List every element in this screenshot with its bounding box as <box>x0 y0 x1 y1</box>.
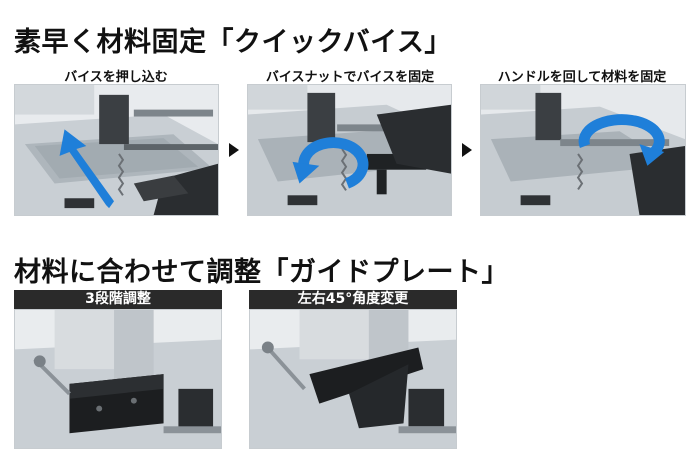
step-arrow-icon <box>229 143 239 157</box>
step-3-caption: ハンドルを回して材料を固定 <box>497 70 667 85</box>
handle-turn-photo <box>480 84 686 216</box>
angle-change-label: 左右45°角度変更 <box>249 290 457 309</box>
vise-push-photo <box>14 84 219 216</box>
guide-plate-heading: 材料に合わせて調整「ガイドプレート」 <box>14 257 509 288</box>
guide-plate-angle-photo <box>249 309 457 449</box>
vise-nut-lock-photo <box>247 84 452 216</box>
quick-vise-heading: 素早く材料固定「クイックバイス」 <box>14 27 452 58</box>
step-1-caption: バイスを押し込む <box>64 70 168 85</box>
step-arrow-icon <box>462 143 472 157</box>
three-step-adjust-label: 3段階調整 <box>14 290 222 309</box>
step-2-caption: バイスナットでバイスを固定 <box>265 70 435 85</box>
guide-plate-3-step-photo <box>14 309 222 449</box>
